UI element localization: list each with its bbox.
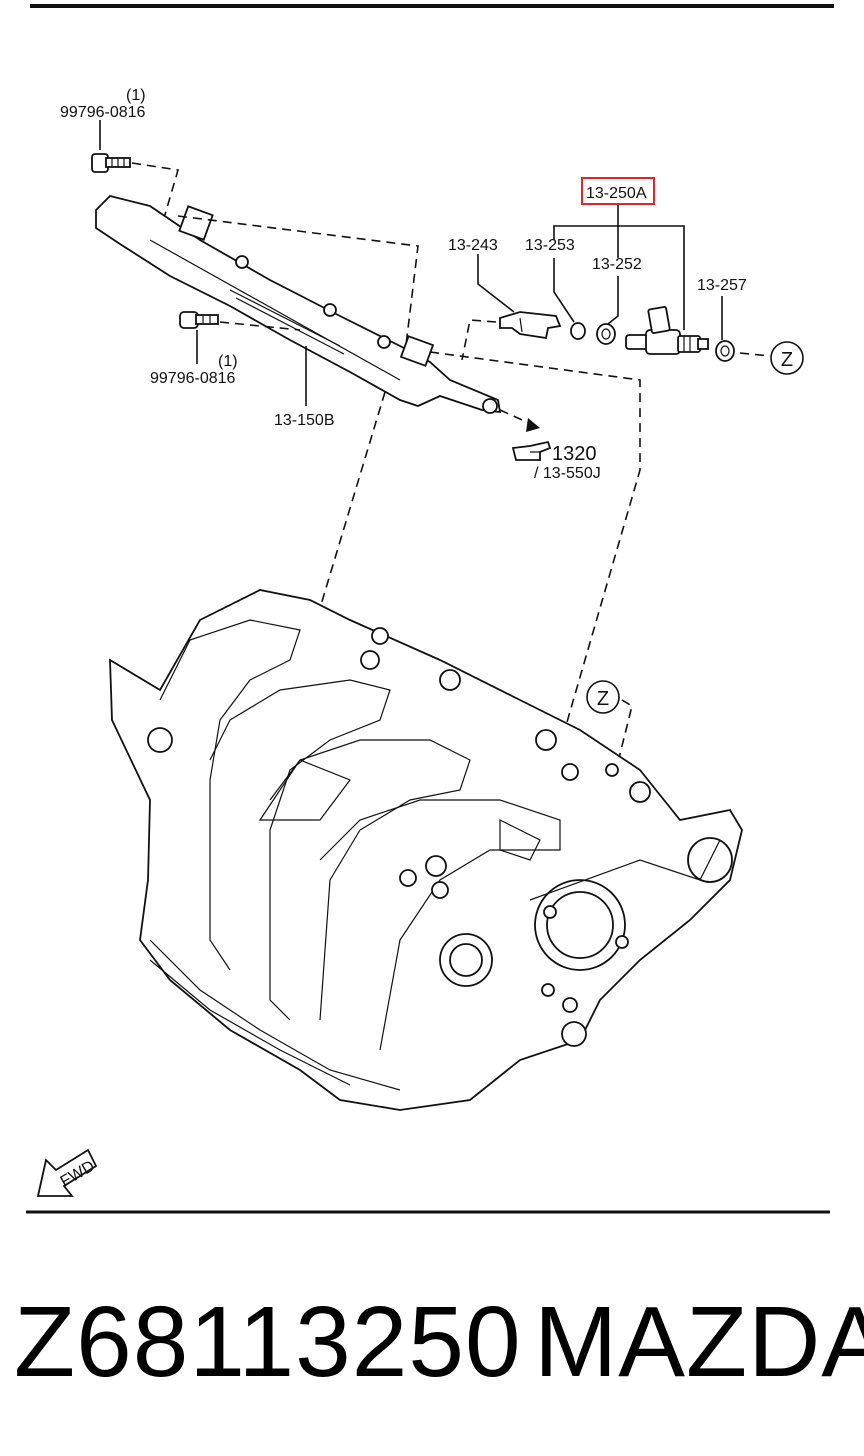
- bolt-mid-part-number: 99796-0816: [150, 370, 236, 387]
- reference-group: 1320: [552, 443, 597, 465]
- bolt-top-qty: (1): [126, 87, 146, 104]
- reference-sub: / 13-550J: [534, 465, 601, 482]
- injector-set-part-number: 13-250A: [586, 185, 647, 202]
- injector-set-highlight-box: [581, 177, 655, 205]
- rail-part-number: 13-150B: [274, 412, 335, 429]
- bolt-mid-qty: (1): [218, 353, 238, 370]
- bracket: [499, 311, 562, 340]
- bracket-part-number: 13-243: [448, 237, 498, 254]
- fuel-rail: [95, 195, 502, 414]
- seal-252-shape: [596, 323, 616, 345]
- pointing-hand-icon: [511, 440, 552, 461]
- callout-z-bottom: Z: [586, 680, 620, 714]
- callout-z-bottom-label: Z: [597, 688, 609, 710]
- fwd-arrow-icon: FWD: [36, 1148, 98, 1197]
- callout-z-top-label: Z: [781, 349, 793, 371]
- seal-253-shape: [570, 322, 586, 340]
- bolt-mid: [179, 311, 219, 329]
- footer: Z68113250 MAZDA: [0, 1282, 864, 1402]
- bolt-top: [91, 153, 131, 173]
- seal-257-shape: [715, 340, 735, 362]
- bolt-top-part-number: 99796-0816: [60, 104, 146, 121]
- parts-diagram: Z Z: [26, 4, 834, 1214]
- seal-257-part-number: 13-257: [697, 277, 747, 294]
- brand-name: MAZDA: [534, 1286, 864, 1398]
- injector: [625, 306, 709, 355]
- seal-252-part-number: 13-252: [592, 256, 642, 273]
- intake-manifold: [109, 589, 743, 1111]
- seal-253-part-number: 13-253: [525, 237, 575, 254]
- callout-z-top: Z: [770, 341, 804, 375]
- part-number: Z68113250: [14, 1286, 522, 1398]
